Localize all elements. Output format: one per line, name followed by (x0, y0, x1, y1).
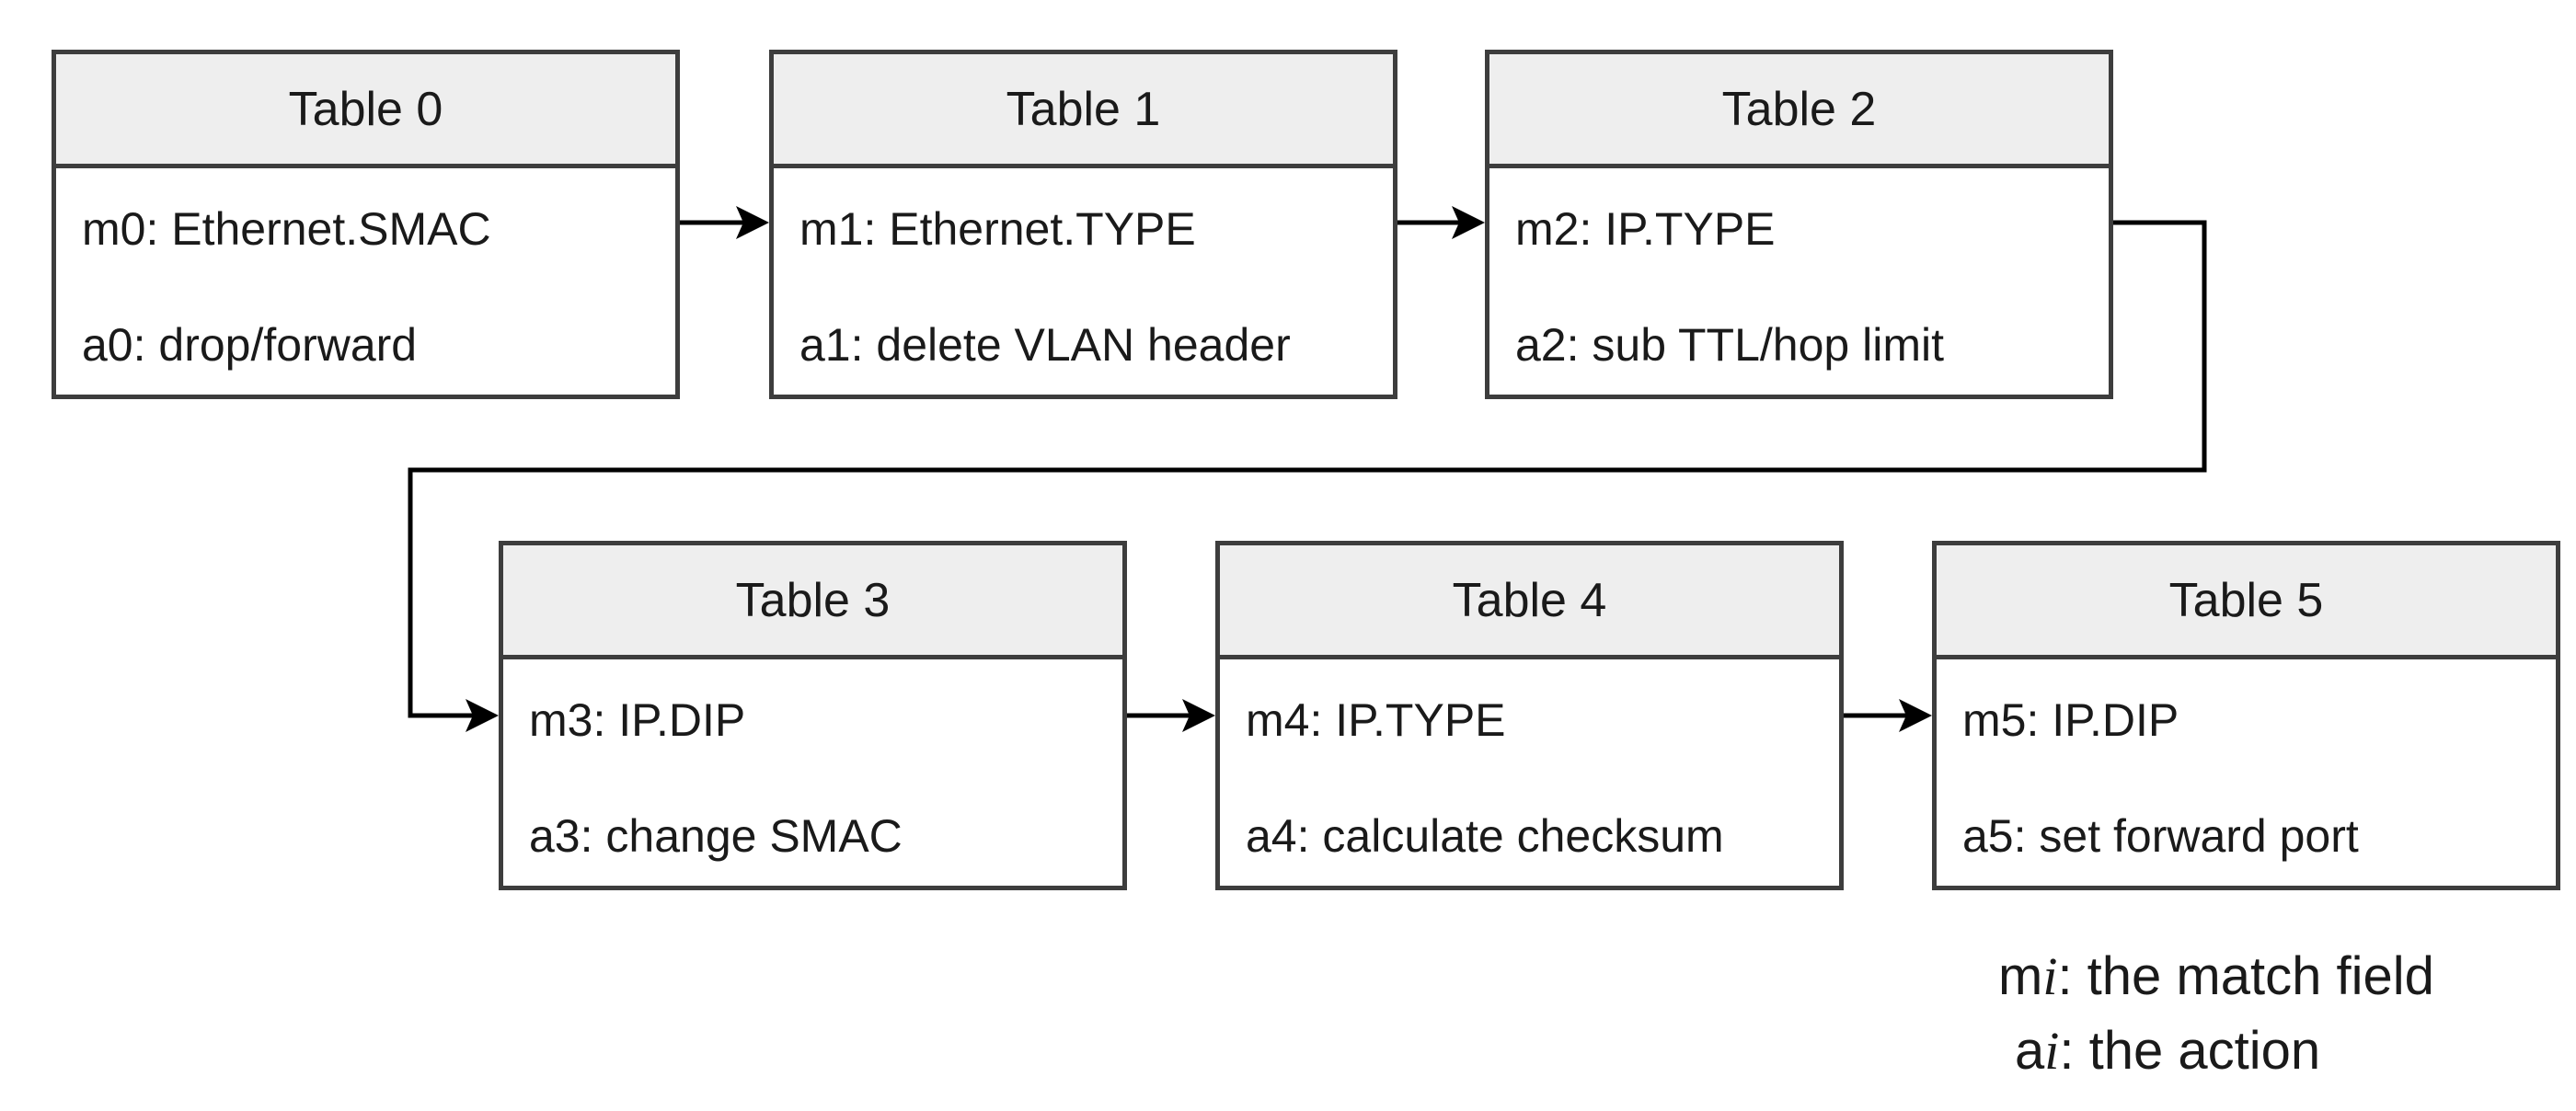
table-2-match: m2: IP.TYPE (1515, 203, 1776, 255)
arrowhead-t1 (736, 206, 769, 239)
table-2-action: a2: sub TTL/hop limit (1515, 319, 1944, 371)
legend-action-var: i (2044, 1021, 2060, 1081)
table-0-box: Table 0 m0: Ethernet.SMAC a0: drop/forwa… (52, 50, 680, 399)
legend-action-prefix: a (2015, 1021, 2045, 1081)
arrowhead-t3 (466, 699, 499, 732)
table-0-title: Table 0 (56, 54, 675, 168)
legend-action-text: : the action (2059, 1021, 2321, 1081)
table-0-action: a0: drop/forward (82, 319, 418, 371)
legend-match: mi: the match field (1998, 945, 2434, 1009)
arrowhead-t5 (1899, 699, 1932, 732)
table-3-title: Table 3 (503, 545, 1122, 659)
table-4-match: m4: IP.TYPE (1246, 694, 1506, 746)
table-5-title: Table 5 (1937, 545, 2556, 659)
table-0-match: m0: Ethernet.SMAC (82, 203, 491, 255)
table-3-match: m3: IP.DIP (529, 694, 746, 746)
table-5-box: Table 5 m5: IP.DIP a5: set forward port (1932, 541, 2560, 890)
arrowhead-t4 (1182, 699, 1215, 732)
table-4-title: Table 4 (1220, 545, 1839, 659)
legend-match-prefix: m (1998, 946, 2043, 1006)
table-3-box: Table 3 m3: IP.DIP a3: change SMAC (499, 541, 1127, 890)
legend-action: ai: the action (2015, 1019, 2320, 1083)
table-4-box: Table 4 m4: IP.TYPE a4: calculate checks… (1215, 541, 1844, 890)
table-3-action: a3: change SMAC (529, 810, 903, 862)
table-5-action: a5: set forward port (1962, 810, 2359, 862)
legend-match-text: : the match field (2057, 946, 2434, 1006)
arrow-t2-t3 (408, 220, 2207, 718)
table-1-action: a1: delete VLAN header (799, 319, 1291, 371)
table-5-match: m5: IP.DIP (1962, 694, 2179, 746)
table-2-title: Table 2 (1489, 54, 2109, 168)
table-4-action: a4: calculate checksum (1246, 810, 1724, 862)
table-1-match: m1: Ethernet.TYPE (799, 203, 1196, 255)
table-1-title: Table 1 (774, 54, 1393, 168)
table-1-box: Table 1 m1: Ethernet.TYPE a1: delete VLA… (769, 50, 1397, 399)
arrowhead-t2 (1452, 206, 1485, 239)
table-2-box: Table 2 m2: IP.TYPE a2: sub TTL/hop limi… (1485, 50, 2113, 399)
legend-match-var: i (2042, 946, 2058, 1006)
